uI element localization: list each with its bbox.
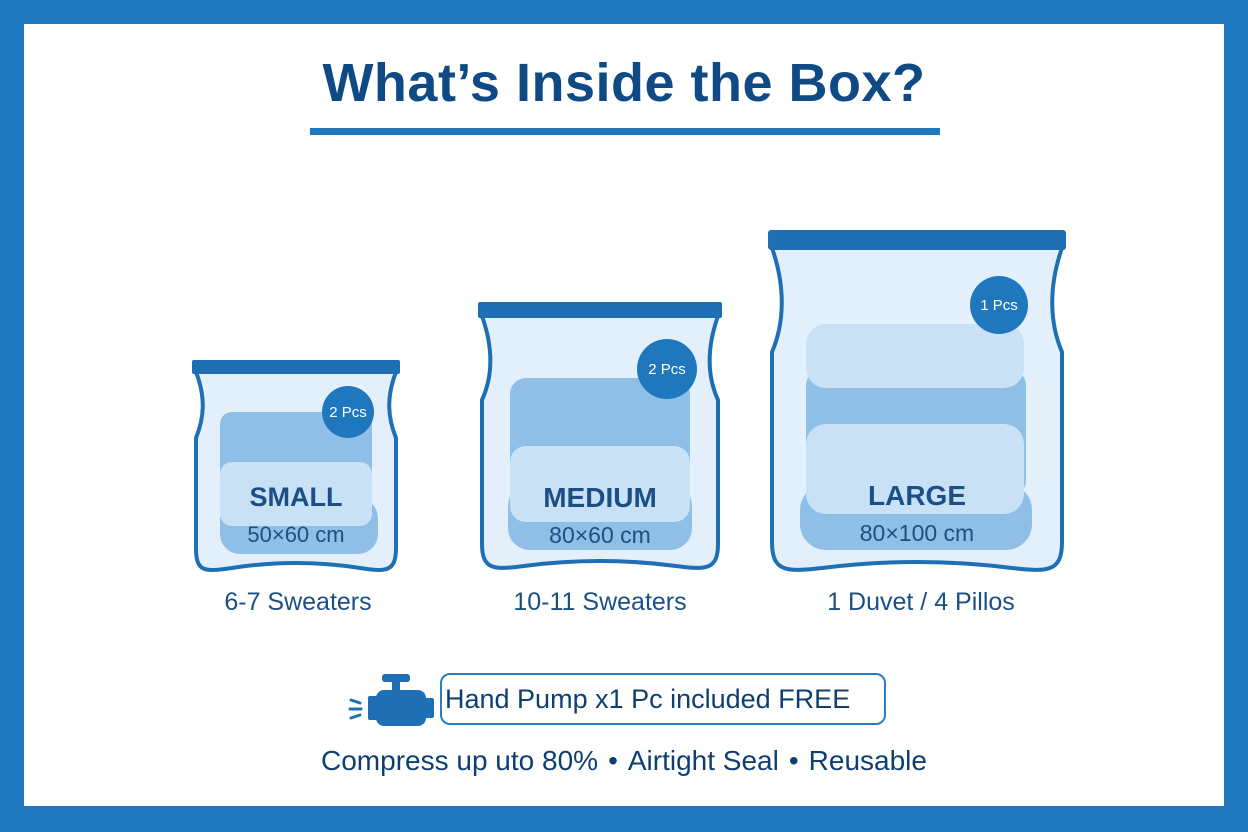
feature-reusable: Reusable (808, 745, 927, 776)
bag-large-icon (768, 230, 1066, 572)
page-title: What’s Inside the Box? (322, 53, 926, 113)
bag-medium: MEDIUM 80×60 cm 2 Pcs (476, 300, 724, 572)
bag-small-capacity: 6-7 Sweaters (224, 588, 372, 616)
bag-large: LARGE 80×100 cm 1 Pcs (766, 228, 1068, 574)
feature-airtight: Airtight Seal (627, 745, 779, 776)
bag-large-size: 80×100 cm (859, 520, 975, 546)
bag-medium-name: MEDIUM (543, 482, 657, 513)
title-underline (310, 128, 940, 135)
bag-small-size: 50×60 cm (247, 522, 345, 547)
bag-small-name: SMALL (249, 482, 343, 512)
bag-small: SMALL 50×60 cm 2 Pcs (190, 358, 402, 574)
features-line: Compress up uto 80% • Airtight Seal • Reusab… (0, 745, 1248, 777)
feature-separator: • (608, 745, 618, 776)
bag-medium-badge: 2 Pcs (637, 339, 697, 399)
bag-medium-size: 80×60 cm (549, 522, 651, 548)
pump-label-text: Hand Pump x1 Pc included FREE (445, 683, 851, 714)
feature-compress: Compress up uto 80% (321, 745, 599, 776)
pump-included-label: Hand Pump x1 Pc included FREE (440, 673, 886, 725)
bag-small-badge: 2 Pcs (322, 386, 374, 438)
bag-large-name: LARGE (868, 480, 966, 511)
bag-large-capacity: 1 Duvet / 4 Pillos (827, 588, 1015, 616)
hand-pump-icon (348, 672, 438, 735)
bag-medium-capacity: 10-11 Sweaters (513, 588, 687, 616)
bag-large-badge: 1 Pcs (970, 276, 1028, 334)
feature-separator: • (788, 745, 799, 776)
